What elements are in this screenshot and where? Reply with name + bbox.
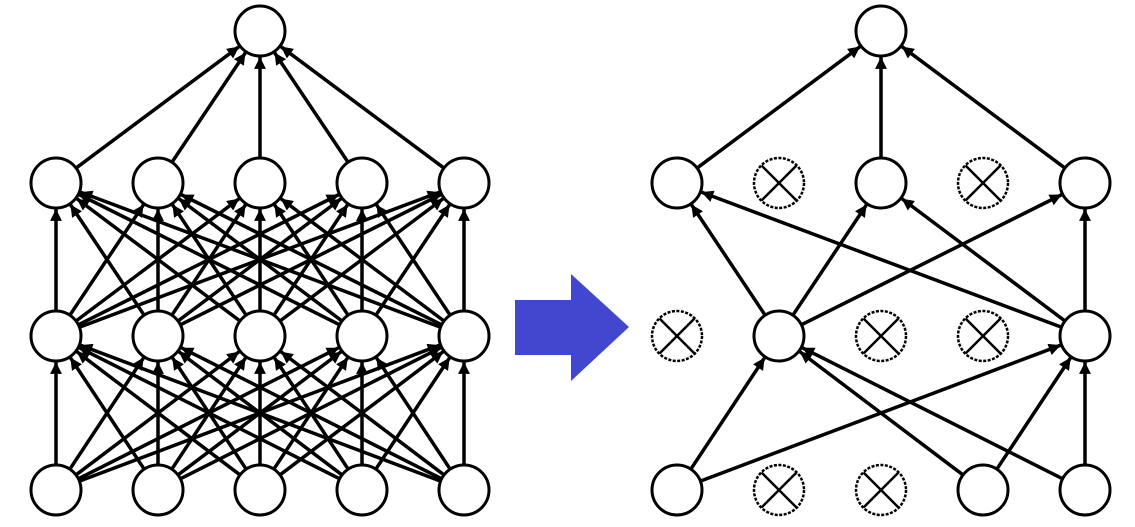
connection-arrow	[374, 356, 452, 471]
connection-arrow	[75, 350, 242, 477]
connection-arrow	[75, 197, 242, 323]
connection-arrow	[79, 190, 442, 329]
cross-stroke	[964, 164, 1002, 202]
cross-stroke	[862, 317, 900, 355]
connection-arrow	[78, 346, 341, 481]
neuron-unit	[335, 309, 389, 363]
connection-arrow	[68, 356, 146, 471]
connection-arrow	[801, 346, 1064, 481]
neuron-unit	[437, 309, 491, 363]
neuron-unit	[1058, 463, 1112, 517]
neuron-unit	[752, 309, 806, 363]
circled-x-icon	[752, 463, 806, 517]
cross-stroke	[760, 164, 798, 202]
neuron-unit	[233, 463, 287, 517]
edges	[50, 45, 470, 483]
connection-arrow	[700, 190, 1063, 329]
transition-arrow	[515, 274, 629, 381]
neuron-unit	[1058, 309, 1112, 363]
neuron-unit	[233, 309, 287, 363]
connection-arrow	[791, 203, 869, 317]
neuron-unit	[437, 156, 491, 210]
connection-arrow	[75, 45, 241, 170]
units	[650, 4, 1112, 517]
connection-arrow	[900, 45, 1066, 170]
circled-x-icon	[956, 309, 1010, 363]
standard-network	[29, 4, 491, 517]
circled-x-icon	[650, 309, 704, 363]
circled-x-icon	[854, 463, 908, 517]
connection-arrow	[68, 203, 146, 317]
neuron-unit	[650, 156, 704, 210]
neuron-unit	[854, 4, 908, 58]
circled-x-icon	[854, 309, 908, 363]
connection-arrow	[78, 193, 341, 327]
cross-stroke	[964, 317, 1002, 355]
neuron-unit	[29, 463, 83, 517]
connection-arrow	[900, 197, 1067, 323]
cross-stroke	[658, 317, 696, 355]
connection-arrow	[696, 45, 862, 170]
neuron-unit	[335, 156, 389, 210]
connection-arrow	[180, 193, 443, 327]
connection-arrow	[800, 193, 1063, 327]
neuron-unit	[1058, 156, 1112, 210]
neuron-unit	[335, 463, 389, 517]
neuron-unit	[29, 309, 83, 363]
units	[29, 4, 491, 517]
connection-arrow	[279, 197, 446, 323]
connection-arrow	[279, 350, 446, 477]
circled-x-icon	[752, 156, 806, 210]
neuron-unit	[131, 463, 185, 517]
right-arrow-icon	[515, 274, 629, 381]
connection-arrow	[170, 51, 247, 164]
connection-arrow	[689, 203, 767, 317]
cross-stroke	[862, 471, 900, 509]
connection-arrow	[279, 45, 445, 170]
connection-arrow	[798, 350, 965, 477]
connection-arrow	[79, 343, 442, 483]
connection-arrow	[273, 51, 350, 164]
dropout-network	[650, 4, 1112, 517]
cross-stroke	[760, 471, 798, 509]
neuron-unit	[233, 156, 287, 210]
neuron-unit	[131, 309, 185, 363]
neuron-unit	[854, 156, 908, 210]
neuron-unit	[956, 463, 1010, 517]
edges	[689, 45, 1091, 483]
neuron-unit	[233, 4, 287, 58]
neuron-unit	[650, 463, 704, 517]
connection-arrow	[180, 346, 443, 481]
circled-x-icon	[956, 156, 1010, 210]
neuron-unit	[29, 156, 83, 210]
neuron-unit	[437, 463, 491, 517]
connection-arrow	[374, 203, 452, 317]
connection-arrow	[689, 356, 767, 471]
neuron-unit	[131, 156, 185, 210]
